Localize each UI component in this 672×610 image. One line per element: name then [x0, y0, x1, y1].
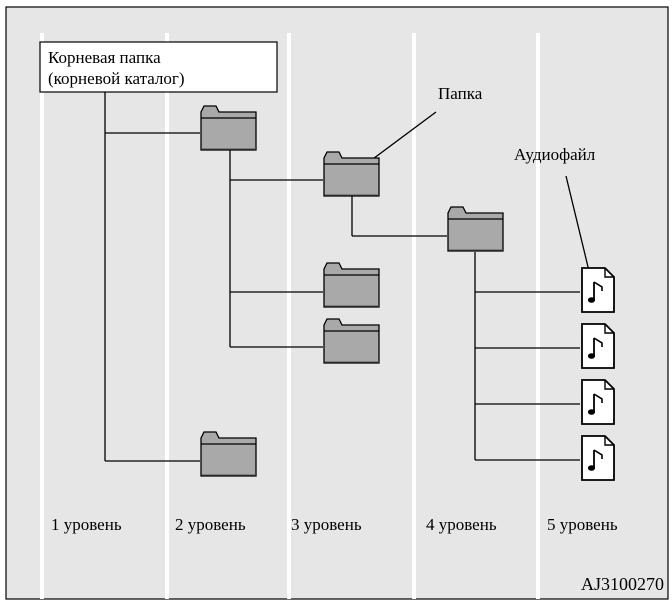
root-label-line2: (корневой каталог): [48, 69, 185, 88]
lane-stripe-2: [165, 33, 169, 599]
figure-code: AJ3100270: [581, 574, 664, 594]
audio-file-icon: [581, 379, 615, 425]
lane-stripe-5: [536, 33, 540, 599]
tree-connectors: [104, 92, 590, 462]
folder-icon: [200, 431, 257, 477]
audio-file-icon: [581, 435, 615, 481]
level-label-5: 5 уровень: [547, 515, 618, 534]
folder-icon: [323, 151, 380, 197]
root-folder-box: [39, 41, 278, 93]
audio-file-icon: [581, 267, 615, 313]
level-label-2: 2 уровень: [175, 515, 246, 534]
folder-icon: [200, 105, 257, 151]
lane-stripe-1: [40, 33, 44, 599]
root-label-line1: Корневая папка: [48, 48, 161, 67]
level-lanes: [40, 33, 540, 599]
lane-stripe-4: [412, 33, 416, 599]
level-label-4: 4 уровень: [426, 515, 497, 534]
audio-callout-line: [565, 175, 590, 272]
level-label-3: 3 уровень: [291, 515, 362, 534]
audio-file-icon: [581, 323, 615, 369]
level-label-1: 1 уровень: [51, 515, 122, 534]
folder-icon: [447, 206, 504, 252]
audio-callout-label: Аудиофайл: [514, 145, 596, 164]
lane-stripe-3: [287, 33, 291, 599]
folder-icon: [323, 318, 380, 364]
folder-callout-label: Папка: [438, 84, 483, 103]
folder-icon: [323, 262, 380, 308]
